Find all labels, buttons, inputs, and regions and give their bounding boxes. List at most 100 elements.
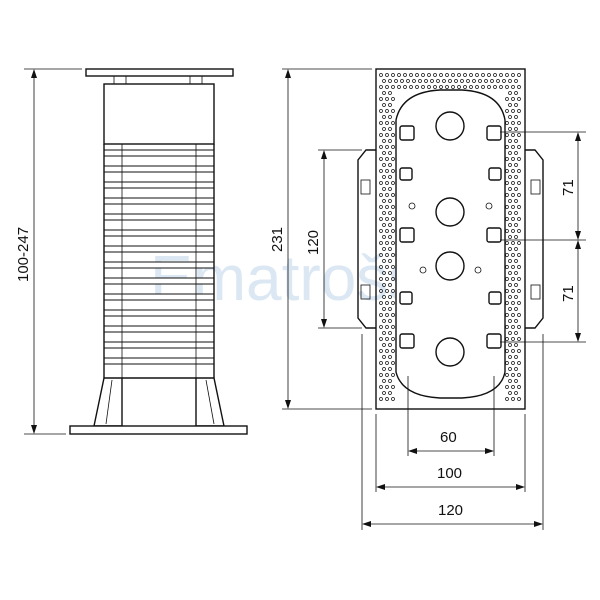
perforation-dot: [382, 91, 386, 95]
perforation-dot: [382, 127, 386, 131]
perforation-dot: [517, 253, 521, 257]
perforation-dot: [382, 307, 386, 311]
perforation-dot: [385, 337, 389, 341]
perforation-dot: [406, 79, 410, 83]
perforation-dot: [517, 373, 521, 377]
perforation-dot: [508, 151, 512, 155]
perforation-dot: [517, 325, 521, 329]
hole-3: [435, 251, 465, 281]
perforation-dot: [397, 85, 401, 89]
perforation-dot: [508, 79, 512, 83]
perforation-dot: [505, 397, 509, 401]
perforation-dot: [514, 355, 518, 359]
perforation-dot: [385, 301, 389, 305]
screw-point-1: [408, 202, 416, 210]
perforation-dot: [505, 265, 509, 269]
perforation-dot: [388, 367, 392, 371]
perforation-dot: [457, 73, 461, 77]
rib: [103, 261, 215, 269]
dim231-arrow-top: [285, 69, 291, 78]
perforation-dot: [391, 229, 395, 233]
perforation-dot: [511, 349, 515, 353]
perforation-dot: [487, 73, 491, 77]
perforation-dot: [388, 127, 392, 131]
perforation-dot: [403, 73, 407, 77]
perforation-dot: [385, 229, 389, 233]
perforation-dot: [514, 307, 518, 311]
perforation-dot: [385, 85, 389, 89]
perforation-dot: [379, 217, 383, 221]
perforation-dot: [382, 367, 386, 371]
perforation-dot: [436, 79, 440, 83]
perforation-dot: [517, 193, 521, 197]
dim71-arrow-3: [575, 240, 581, 249]
perforation-dot: [508, 331, 512, 335]
perforation-dot: [517, 133, 521, 137]
rib: [103, 197, 215, 205]
dim71-arrow-2: [575, 231, 581, 240]
perforation-dot: [505, 229, 509, 233]
height-range-label: 100-247: [15, 227, 32, 282]
perforation-dot: [385, 253, 389, 257]
perforation-dot: [517, 97, 521, 101]
perforation-dot: [505, 253, 509, 257]
perforation-dot: [391, 325, 395, 329]
perforation-dot: [379, 325, 383, 329]
perforation-dot: [490, 79, 494, 83]
rib: [103, 229, 215, 237]
perforation-dot: [379, 229, 383, 233]
perforation-dot: [391, 349, 395, 353]
perforation-dot: [505, 169, 509, 173]
perforation-dot: [508, 307, 512, 311]
clamp-right-tab-bottom: [530, 284, 541, 300]
perforation-dot: [385, 265, 389, 269]
perforation-dot: [475, 73, 479, 77]
total-width-label: 120: [438, 502, 463, 519]
perforation-dot: [517, 205, 521, 209]
perforation-dot: [451, 73, 455, 77]
perforation-dot: [514, 379, 518, 383]
perforation-dot: [382, 343, 386, 347]
perforation-dot: [499, 73, 503, 77]
perforation-dot: [505, 205, 509, 209]
perforation-dot: [385, 277, 389, 281]
perforation-dot: [385, 313, 389, 317]
perforation-dot: [505, 241, 509, 245]
perforation-dot: [385, 181, 389, 185]
perforation-dot: [379, 157, 383, 161]
perforation-dot: [508, 355, 512, 359]
perforation-dot: [391, 253, 395, 257]
perforation-dot: [379, 361, 383, 365]
perforation-dot: [385, 325, 389, 329]
perforation-dot: [517, 121, 521, 125]
perforation-dot: [382, 319, 386, 323]
perforation-dot: [508, 103, 512, 107]
perforation-dot: [382, 355, 386, 359]
perforation-dot: [508, 199, 512, 203]
perforation-dot: [388, 331, 392, 335]
perforation-dot: [388, 307, 392, 311]
perforation-dot: [511, 325, 515, 329]
perforation-dot: [415, 73, 419, 77]
perforation-dot: [385, 241, 389, 245]
perforation-dot: [505, 325, 509, 329]
perforation-dot: [514, 127, 518, 131]
perforation-dot: [391, 385, 395, 389]
perforation-dot: [379, 97, 383, 101]
notch-4: [488, 167, 502, 181]
leg-left-line: [105, 379, 113, 425]
perforation-dot: [388, 163, 392, 167]
perforation-dot: [514, 259, 518, 263]
perforation-dot: [388, 151, 392, 155]
perforation-dot: [388, 319, 392, 323]
perforation-dot: [379, 253, 383, 257]
perforation-dot: [388, 91, 392, 95]
perforation-dot: [382, 331, 386, 335]
perforation-dot: [511, 373, 515, 377]
perforation-dot: [391, 313, 395, 317]
perforation-dot: [388, 355, 392, 359]
perforation-dot: [475, 85, 479, 89]
perforation-dot: [511, 145, 515, 149]
perforation-dot: [391, 73, 395, 77]
perforation-dot: [379, 73, 383, 77]
